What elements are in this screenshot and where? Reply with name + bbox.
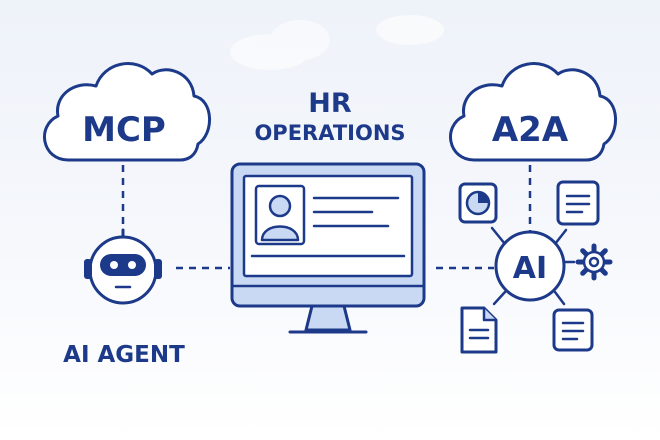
robot-visor xyxy=(100,254,146,276)
robot-eye-left xyxy=(110,261,118,269)
doc-bottom-left-fold xyxy=(482,306,498,322)
monitor-icon xyxy=(230,162,426,334)
document-icon xyxy=(556,180,600,226)
pie-chart-icon xyxy=(458,182,498,224)
a2a-label: A2A xyxy=(492,110,569,150)
mcp-label: MCP xyxy=(82,110,166,150)
user-profile-icon xyxy=(254,184,306,246)
background-clouds xyxy=(230,15,444,70)
robot-icon xyxy=(84,228,162,305)
mcp-cloud: MCP xyxy=(43,62,211,162)
pie-chart-slice xyxy=(478,192,489,203)
hub-spoke-doc-top xyxy=(553,228,568,246)
hub-spoke-doc-left xyxy=(492,290,507,306)
hub-spoke-pie xyxy=(490,226,507,246)
hub-spoke-doc-right xyxy=(553,290,566,306)
document-icon xyxy=(460,306,498,354)
mcp-cloud-shape xyxy=(43,62,211,162)
ai-agent-label: AI AGENT xyxy=(63,342,185,368)
profile-head xyxy=(268,194,292,218)
ai-hub: AI xyxy=(494,230,566,302)
a2a-cloud: A2A xyxy=(449,62,617,162)
operations-title: OPERATIONS xyxy=(254,121,405,145)
a2a-cloud-shape xyxy=(449,62,617,162)
document-icon xyxy=(552,308,594,352)
robot-eye-right xyxy=(128,261,136,269)
connectors xyxy=(121,165,576,306)
ai-hub-circle xyxy=(494,230,566,302)
monitor-stand xyxy=(304,304,352,332)
profile-shoulders xyxy=(260,225,300,242)
gear-icon xyxy=(575,243,613,281)
ai-hub-label: AI xyxy=(513,251,547,286)
robot-ear-right xyxy=(154,259,162,279)
hr-title: HR xyxy=(308,88,352,119)
robot-ear-left xyxy=(84,259,92,279)
gear-hole xyxy=(588,256,600,268)
